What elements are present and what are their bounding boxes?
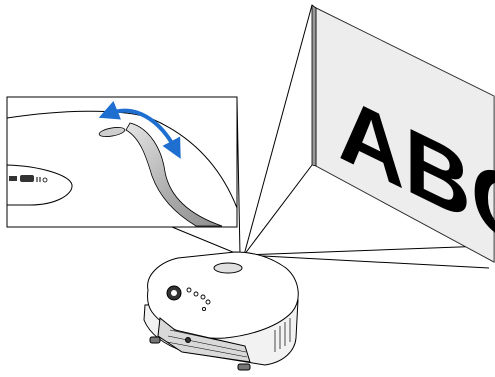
projection-screen: ABC — [312, 5, 495, 274]
zoom-ring-inset — [7, 97, 237, 227]
projector-icon — [144, 252, 298, 370]
